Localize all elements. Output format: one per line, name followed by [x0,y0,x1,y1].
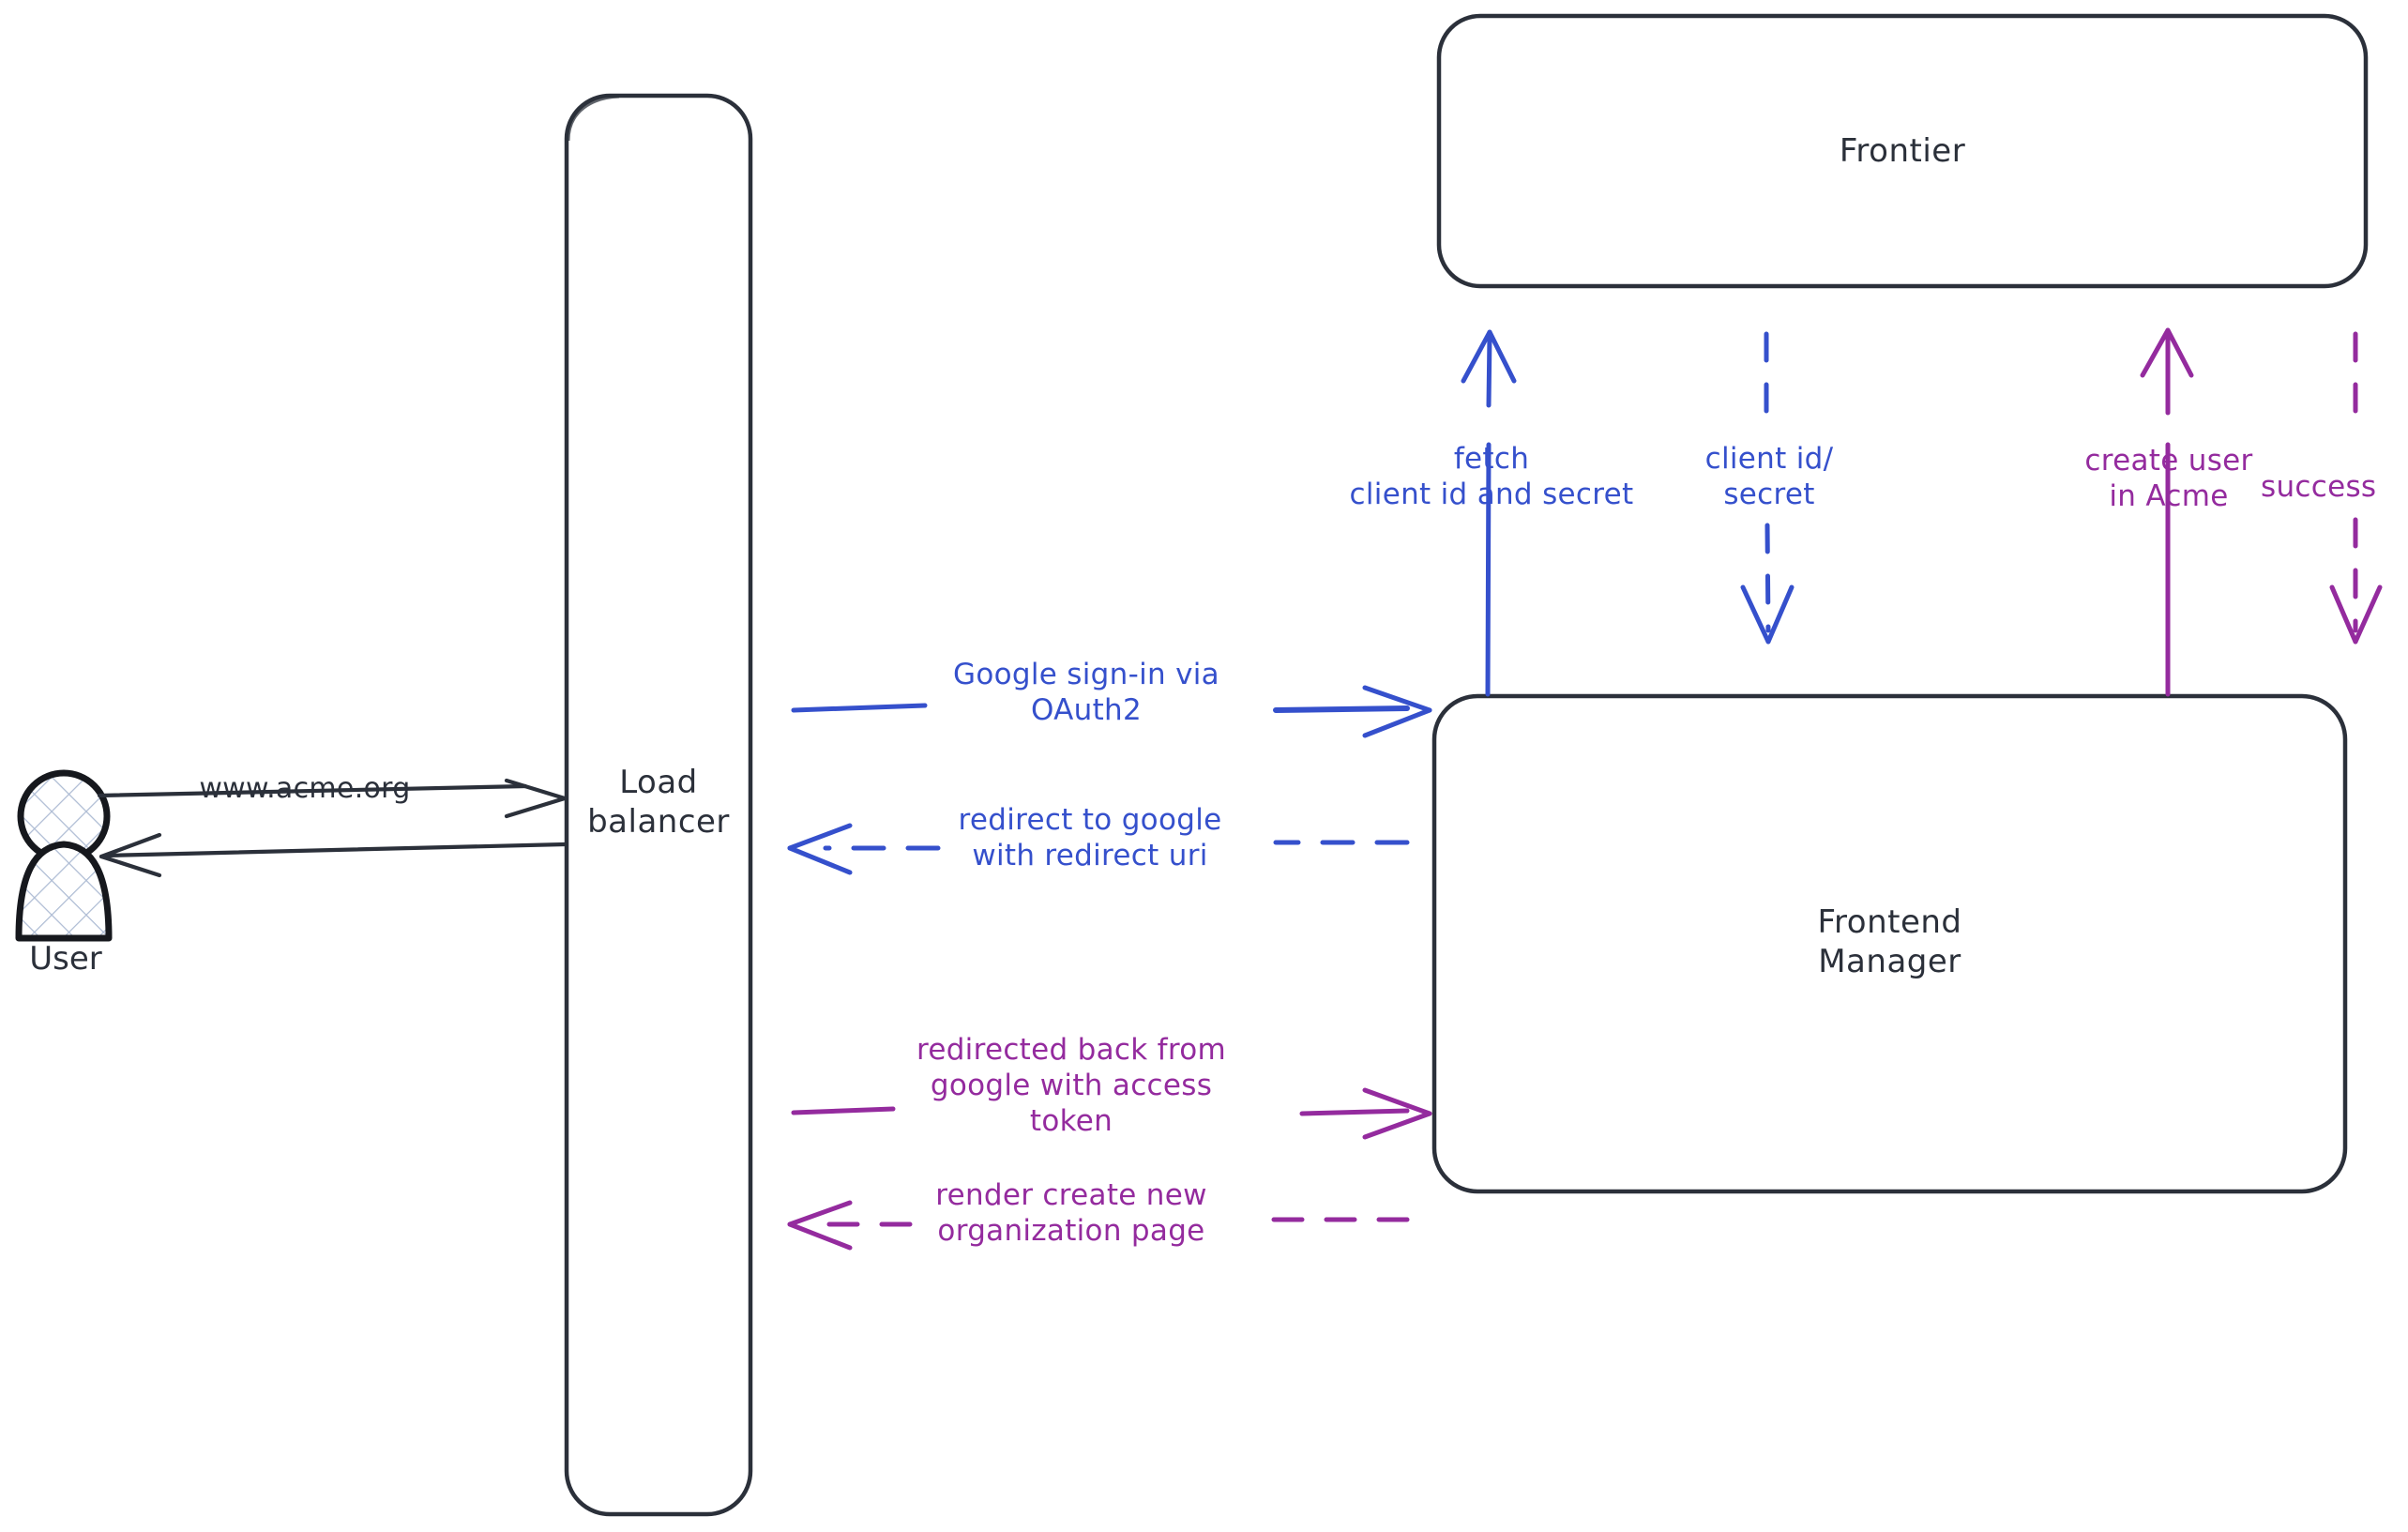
edge-frontier-to-fm-success [2329,331,2383,645]
user-body-icon [15,841,113,942]
edge-label-user-to-lb: www.acme.org [199,772,411,805]
edge-fm-to-frontier-fetch [1461,329,1517,697]
edge-frontier-to-fm-creds [1740,331,1795,645]
node-label-load-balancer: Load balancer [587,764,730,841]
node-label-frontend-manager: Frontend Manager [1817,903,1962,980]
edge-label-lb-to-fm-signin: Google sign-in via OAuth2 [953,658,1219,727]
edge-fm-to-lb-redirect [787,823,1410,875]
edge-lb-to-fm-signin [791,685,1432,738]
edge-fm-to-frontier-create [2140,327,2194,697]
edge-label-lb-to-fm-token: redirected back from google with access … [916,1033,1227,1138]
frontier-shape [1436,13,2369,289]
frontend-manager-shape [1431,693,2348,1194]
load-balancer-shape [564,93,753,1517]
node-frontend-manager[interactable] [1431,693,2348,1194]
edge-label-frontier-to-fm-success: success [2261,470,2377,504]
load-balancer-sketch-accent [567,95,620,142]
node-load-balancer[interactable] [564,93,753,1517]
edge-label-fm-to-frontier-create: create user in Acme [2084,444,2253,513]
edge-lb-to-user [98,832,568,878]
node-label-user: User [29,940,102,978]
edge-fm-to-lb-render [787,1200,1410,1251]
edge-label-frontier-to-fm-creds: client id/ secret [1704,442,1834,511]
node-frontier[interactable] [1436,13,2369,289]
edge-user-to-lb [97,778,568,819]
node-user[interactable] [15,769,113,942]
edge-lb-to-fm-token [791,1087,1432,1140]
edge-label-fm-to-frontier-fetch: fetch client id and secret [1349,442,1634,511]
node-label-frontier: Frontier [1839,132,1966,170]
edge-label-fm-to-lb-redirect: redirect to google with redirect uri [958,803,1222,872]
edge-label-fm-to-lb-render: render create new organization page [935,1178,1207,1248]
